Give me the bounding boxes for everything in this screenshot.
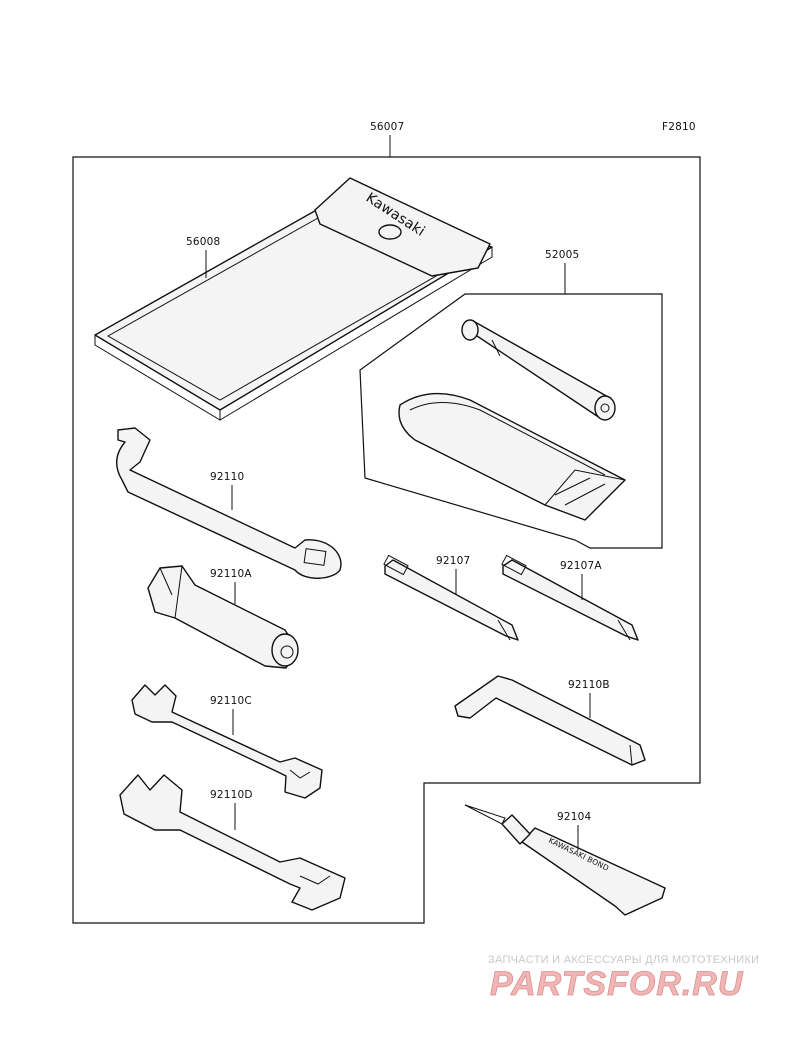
label-52005: 52005 [545, 249, 579, 261]
label-92110A: 92110A [210, 568, 252, 580]
label-92110: 92110 [210, 471, 244, 483]
label-92107A: 92107A [560, 560, 602, 572]
diagram-code: F2810 [662, 121, 696, 133]
hook-spanner [116, 427, 342, 579]
bag-snap-button [378, 224, 402, 240]
patch-tube [461, 319, 616, 421]
label-92110C: 92110C [210, 695, 252, 707]
plug-wrench [147, 565, 299, 669]
screwdriver-b [501, 554, 639, 641]
label-92104: 92104 [557, 811, 592, 823]
screwdriver-a [383, 554, 519, 641]
tool-kit-frame [72, 156, 701, 924]
label-92110D: 92110D [210, 789, 253, 801]
label-56007: 56007 [370, 121, 404, 133]
label-56008: 56008 [186, 236, 220, 248]
label-92107: 92107 [436, 555, 470, 567]
tool-bag: Kawasaki [94, 177, 493, 421]
tube-pouch [398, 392, 626, 521]
watermark-tagline: ЗАПЧАСТИ И АКСЕССУАРЫ ДЛЯ МОТОТЕХНИКИ [488, 954, 759, 966]
watermark-logo: PARTSFOR.RU [490, 965, 744, 1003]
label-92110B: 92110B [568, 679, 610, 691]
wrench-small [131, 684, 323, 799]
hex-key [454, 675, 646, 766]
tube-kit-frame [359, 293, 663, 549]
wrench-large [119, 774, 346, 911]
